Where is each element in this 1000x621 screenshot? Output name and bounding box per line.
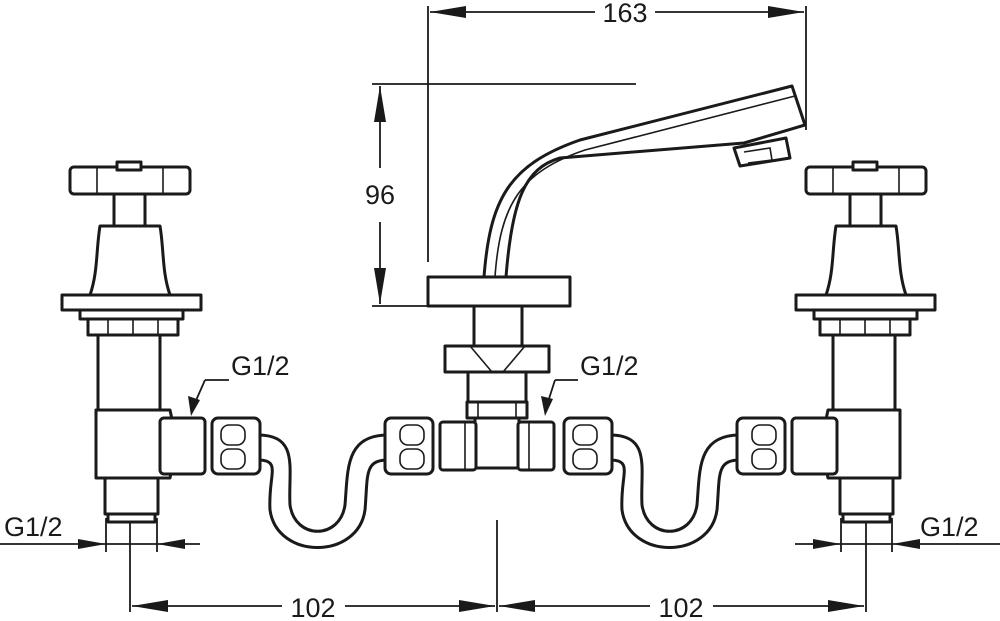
left-connecting-hose [210, 416, 435, 549]
right-connecting-hose [562, 416, 787, 549]
reach-dimension-label: 163 [602, 0, 647, 28]
dimension-spacing [129, 520, 867, 612]
left-valve [60, 160, 207, 524]
thread-leaders [188, 379, 578, 416]
height-dimension-label: 96 [365, 180, 395, 210]
left-spacing-label: 102 [290, 593, 335, 621]
center-tee-body [438, 416, 556, 472]
dimension-tail-threads [0, 518, 1000, 552]
center-thread-label: G1/2 [580, 351, 639, 381]
dimension-height [372, 83, 636, 307]
right-tail-thread-label: G1/2 [920, 512, 979, 542]
spout [482, 84, 807, 279]
dimension-reach [427, 6, 807, 262]
right-valve [790, 160, 937, 524]
right-spacing-label: 102 [658, 593, 703, 621]
spout-base [426, 275, 572, 420]
left-tail-thread-label: G1/2 [4, 512, 63, 542]
left-valve-thread-label: G1/2 [231, 351, 290, 381]
